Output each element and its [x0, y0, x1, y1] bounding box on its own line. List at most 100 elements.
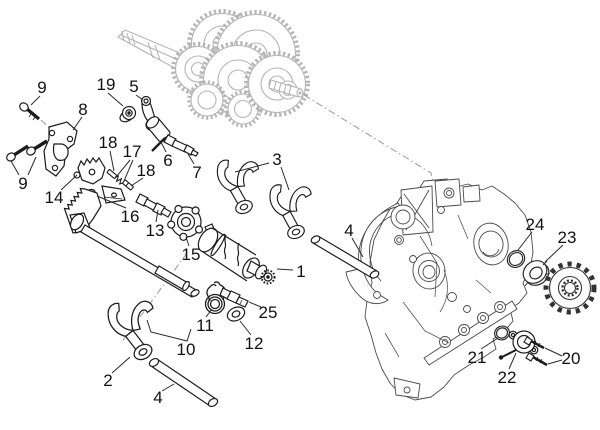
part-number-12: 12: [245, 334, 264, 353]
torsion-spring-11: [204, 281, 226, 315]
o-ring-21: [494, 325, 510, 341]
bolts-20: [523, 336, 548, 367]
callout-21: 21: [468, 337, 499, 367]
callout-24: 24: [517, 215, 545, 251]
part-number-10: 10: [177, 340, 196, 359]
gear-cluster-ghost: [117, 9, 310, 128]
leader-line: [116, 159, 131, 177]
part-number-14: 14: [45, 188, 64, 207]
leader-line: [161, 383, 175, 392]
detent-pins-17-18: [106, 169, 134, 191]
callout-4: 4: [153, 383, 175, 407]
part-number-9: 9: [18, 174, 27, 193]
leader-line: [185, 236, 190, 247]
callout-9: 9: [10, 156, 37, 193]
callout-6: 6: [160, 141, 173, 170]
callout-12: 12: [239, 320, 264, 353]
ratchet-selector-14: [73, 156, 106, 185]
part-number-8: 8: [78, 100, 87, 119]
callout-15: 15: [182, 236, 201, 264]
part-number-3: 3: [272, 150, 281, 169]
leader-line: [155, 209, 159, 223]
screws-9: [6, 102, 48, 162]
output-spline-ghost: [268, 79, 304, 98]
leader-line: [72, 116, 83, 131]
leader-line: [276, 268, 294, 271]
leader-line: [480, 337, 499, 350]
leader-line: [109, 150, 115, 172]
leader-line: [111, 356, 131, 374]
bushing-19: [119, 105, 137, 123]
front-sprocket: [543, 261, 597, 315]
part-number-4: 4: [344, 221, 353, 240]
shift-drum-1: [197, 223, 276, 285]
part-number-17: 17: [123, 142, 142, 161]
leader-line: [60, 174, 78, 191]
washer-12: [226, 306, 246, 322]
fork-rod-4-right: [310, 235, 380, 279]
hub-15: [167, 204, 204, 241]
sensor-pin: [498, 349, 517, 360]
callout-18: 18: [99, 133, 118, 172]
part-number-16: 16: [121, 207, 140, 226]
leader-line: [508, 352, 517, 370]
part-number-4: 4: [153, 388, 162, 407]
group-bracket: [146, 319, 192, 342]
leader-line: [544, 244, 564, 263]
part-number-18: 18: [99, 133, 118, 152]
leader-line: [10, 160, 20, 176]
case-bore-mid: [412, 252, 446, 290]
part-number-5: 5: [129, 77, 138, 96]
assembly-axis-line: [303, 94, 438, 203]
bolt-25: [219, 287, 249, 308]
callout-3: 3: [234, 150, 290, 191]
case-interior-detail: [384, 214, 492, 358]
shift-forks-3: [215, 157, 315, 243]
part-number-11: 11: [196, 316, 214, 335]
leader-line: [205, 308, 213, 318]
callout-13: 13: [146, 209, 165, 240]
engine-case: [345, 178, 534, 401]
bolt-7: [163, 134, 199, 157]
callout-2: 2: [103, 356, 131, 390]
leader-line: [544, 347, 563, 357]
leader-line: [351, 237, 364, 258]
part-number-18: 18: [137, 161, 156, 180]
leader-line: [135, 94, 144, 101]
callout-14: 14: [45, 174, 78, 207]
part-number-9: 9: [37, 78, 46, 97]
part-number-24: 24: [526, 215, 545, 234]
callout-23: 23: [544, 228, 577, 263]
part-number-25: 25: [259, 303, 278, 322]
leader-line: [123, 159, 134, 182]
gearchange-shaft: [69, 212, 200, 298]
part-number-13: 13: [146, 221, 165, 240]
callout-19: 19: [97, 75, 124, 107]
callout-9: 9: [30, 78, 47, 106]
callout-10: 10: [146, 319, 196, 359]
callout-18: 18: [130, 161, 156, 187]
part-number-15: 15: [182, 245, 201, 264]
roller-6: [145, 116, 171, 152]
bolt-13: [135, 193, 172, 218]
seal-ring-23: [522, 260, 551, 287]
leader-line: [234, 162, 270, 173]
part-number-19: 19: [97, 75, 116, 94]
case-bore-upper: [390, 204, 416, 230]
part-number-6: 6: [163, 151, 172, 170]
callout-25: 25: [248, 301, 278, 322]
leader-line: [248, 301, 262, 308]
part-number-23: 23: [558, 228, 577, 247]
part-number-21: 21: [468, 348, 487, 367]
callout-5: 5: [129, 77, 144, 101]
callout-1: 1: [276, 262, 306, 281]
callout-16: 16: [96, 195, 140, 226]
leader-line: [130, 177, 144, 187]
part-number-2: 2: [103, 371, 112, 390]
callout-11: 11: [196, 308, 214, 335]
gear-wheel: [187, 80, 227, 120]
callout-17: 17: [116, 142, 142, 182]
leader-line: [30, 95, 41, 106]
